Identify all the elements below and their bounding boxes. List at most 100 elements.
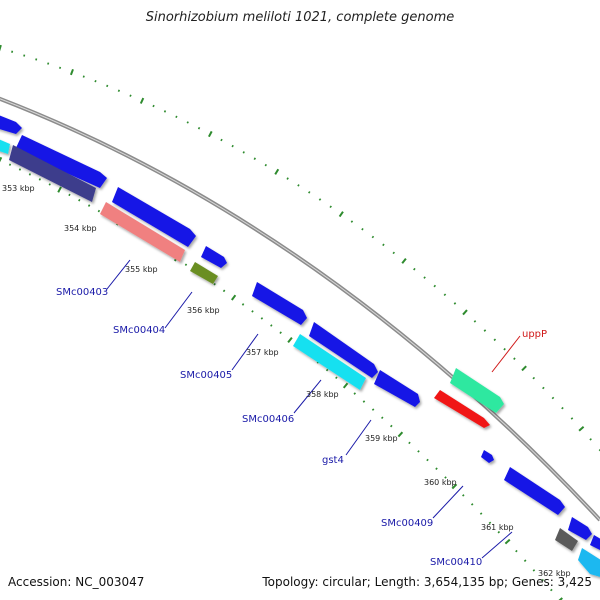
gene-feature-mint[interactable] (450, 368, 504, 413)
gene-label-SMc00403[interactable]: SMc00403 (56, 287, 108, 298)
ring-1-tick-57 (532, 569, 536, 572)
ring-0-tick-35 (392, 251, 396, 255)
ring-0-tick-36 (401, 257, 407, 264)
ring-1-tick-44 (417, 450, 420, 453)
ring-0-tick-10 (117, 89, 121, 93)
map-title: Sinorhizobium meliloti 1021, complete ge… (145, 10, 455, 25)
ring-0-tick-26 (297, 184, 300, 187)
gene-label-SMc00406[interactable]: SMc00406 (242, 414, 294, 425)
ring-0-tick-9 (106, 84, 109, 88)
ruler-label-360: 360 kbp (424, 478, 457, 487)
ring-0-tick-50 (542, 386, 545, 390)
accession-text: Accession: NC_003047 (8, 575, 145, 589)
ring-0-tick-53 (570, 417, 574, 420)
ring-0-tick-30 (338, 211, 344, 218)
ring-0-tick-3 (35, 58, 38, 61)
gene-feature-blue-forward-2[interactable] (15, 135, 107, 188)
ring-1-tick-24 (231, 294, 237, 301)
ring-1-tick-55 (515, 549, 518, 553)
ring-1-tick-25 (241, 303, 245, 306)
ring-1-tick-4 (38, 178, 42, 181)
ring-1-tick-51 (479, 512, 483, 515)
gene-feature-blue-forward-8[interactable] (568, 517, 592, 540)
ring-0-tick-28 (318, 198, 322, 201)
ring-0-tick-16 (186, 121, 189, 124)
ring-0-tick-18 (208, 130, 213, 138)
gene-feature-cyan-2[interactable] (293, 334, 366, 390)
gene-label-SMc00405[interactable]: SMc00405 (180, 370, 232, 381)
gene-feature-gray[interactable] (555, 528, 578, 551)
ring-1-tick-56 (523, 559, 527, 562)
gene-feature-blue-forward-7[interactable] (504, 467, 565, 515)
topology-summary: Topology: circular; Length: 3,654,135 bp… (262, 575, 592, 589)
connector-SMc00403 (106, 259, 131, 290)
ring-1-tick-49 (462, 494, 465, 497)
ring-0-tick-37 (413, 267, 416, 271)
ruler-label-356: 356 kbp (187, 306, 220, 315)
connector-uppP (491, 335, 521, 373)
gene-feature-blue-small[interactable] (201, 246, 227, 268)
connector-SMc00409 (432, 485, 464, 519)
ring-1-tick-60 (558, 597, 563, 600)
gene-feature-blue-forward-3[interactable] (112, 187, 196, 247)
ring-1-tick-23 (222, 289, 226, 293)
ring-0-tick-14 (163, 110, 167, 113)
ring-0-tick-2 (23, 54, 26, 57)
gene-feature-blue-forward-9[interactable] (590, 535, 600, 552)
ring-0-tick-38 (423, 276, 426, 279)
ring-1-tick-48 (451, 483, 458, 490)
ring-0-tick-27 (308, 191, 311, 194)
ring-1-tick-27 (260, 317, 264, 320)
gene-feature-salmon[interactable] (100, 202, 185, 262)
ring-1-tick-22 (213, 282, 216, 286)
gene-feature-blue-forward-1[interactable] (0, 114, 22, 134)
ring-0-tick-4 (47, 62, 50, 65)
ring-0-tick-17 (197, 126, 201, 130)
gene-feature-blue-tiny[interactable] (481, 450, 494, 463)
gene-feature-olive[interactable] (190, 262, 218, 284)
gene-feature-navy[interactable] (9, 145, 96, 202)
gene-feature-blue-forward-5[interactable] (309, 322, 378, 378)
ring-0-tick-19 (220, 138, 223, 142)
ring-1-tick-37 (353, 392, 357, 395)
gene-label-SMc00404[interactable]: SMc00404 (113, 325, 165, 336)
ring-1-tick-42 (397, 431, 404, 438)
ring-1-tick-5 (48, 183, 51, 186)
ring-1-tick-34 (325, 368, 329, 372)
ruler-label-354: 354 kbp (64, 224, 97, 233)
ring-0-tick-33 (371, 235, 375, 239)
ring-1-tick-54 (504, 538, 511, 545)
ring-0-tick-15 (175, 115, 178, 119)
connector-SMc00406 (293, 379, 322, 414)
ring-1-tick-9 (87, 204, 91, 207)
gene-label-gst4[interactable]: gst4 (322, 455, 344, 466)
ring-1-tick-8 (78, 198, 81, 202)
gene-feature-blue-forward-4[interactable] (252, 282, 307, 325)
ring-0-tick-24 (274, 168, 280, 175)
ruler-label-353: 353 kbp (2, 184, 35, 193)
gene-label-SMc00409[interactable]: SMc00409 (381, 518, 433, 529)
ring-1-tick-19 (184, 263, 188, 266)
gene-label-uppP[interactable]: uppP (522, 329, 547, 340)
ring-0-tick-34 (382, 243, 385, 247)
gene-feature-lightblue[interactable] (578, 548, 600, 578)
genome-backbone (0, 96, 600, 522)
ruler-label-361: 361 kbp (481, 523, 514, 532)
ring-0-tick-5 (58, 66, 62, 69)
ring-0-tick-21 (242, 151, 245, 154)
ring-1-tick-35 (335, 376, 338, 380)
ring-1-tick-43 (408, 441, 411, 445)
ring-1-tick-10 (97, 209, 101, 213)
ring-0-tick-42 (462, 309, 468, 316)
ring-1-tick-1 (8, 163, 12, 166)
ring-1-tick-2 (18, 168, 22, 171)
connector-SMc00404 (164, 291, 193, 329)
gene-label-SMc00410[interactable]: SMc00410 (430, 557, 482, 568)
gene-feature-cyan-1[interactable] (0, 138, 10, 154)
ring-0-tick-45 (493, 338, 497, 342)
gene-feature-blue-forward-6[interactable] (374, 370, 420, 407)
gene-feature-red[interactable] (434, 390, 490, 428)
ring-1-tick-36 (342, 382, 349, 389)
ring-0-tick-43 (473, 320, 477, 323)
ring-0-tick-1 (11, 50, 14, 53)
